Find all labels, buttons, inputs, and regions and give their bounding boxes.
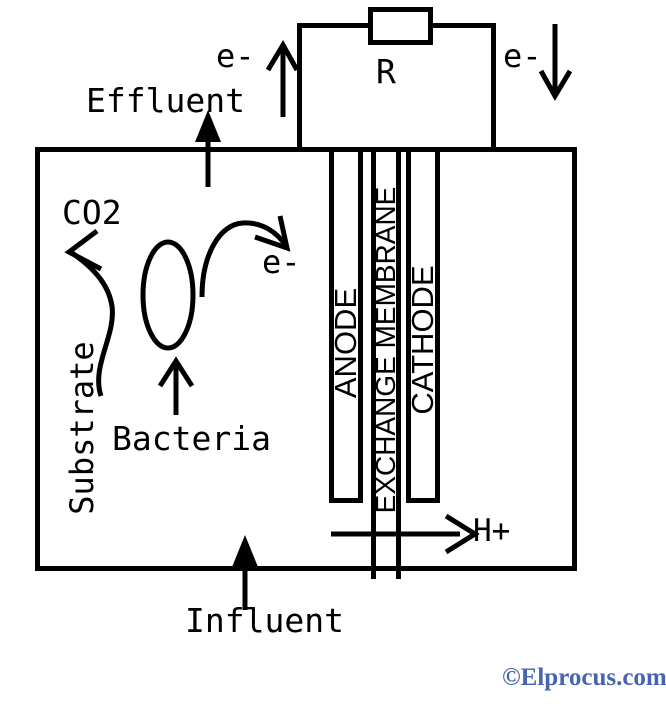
bacteria-label: Bacteria	[112, 419, 271, 458]
electron-up-arrow-head	[265, 40, 300, 72]
chamber-outline	[35, 147, 577, 571]
bacteria-cell	[140, 239, 196, 351]
co2-arrow-head	[64, 229, 103, 272]
anode-bar	[329, 149, 363, 503]
membrane-label: EXCHANGE MEMBRANE	[370, 186, 401, 514]
anode-label: ANODE	[328, 287, 363, 399]
electron-curve	[199, 220, 289, 298]
influent-label: Influent	[185, 601, 344, 640]
electron-down-arrow-head	[538, 69, 573, 101]
co2-label: CO2	[62, 193, 122, 232]
electron-out-label: e-	[216, 37, 255, 75]
effluent-arrow-solid-head	[195, 110, 221, 142]
resistor-label: R	[376, 52, 396, 91]
electron-arrow-head	[254, 215, 291, 252]
resistor-box	[368, 7, 433, 45]
proton-label: H+	[473, 513, 511, 549]
substrate-label: Substrate	[63, 341, 101, 515]
cathode-bar	[406, 149, 440, 503]
influent-arrow-solid-head	[232, 535, 258, 567]
proton-arrow-head	[444, 513, 480, 555]
cathode-label: CATHODE	[405, 265, 440, 415]
effluent-label: Effluent	[86, 81, 245, 120]
electron-in-label: e-	[503, 37, 542, 75]
watermark-text: ©Elprocus.com	[502, 664, 666, 691]
electron-inner-label: e-	[262, 243, 301, 281]
co2-curve	[70, 250, 115, 397]
bacteria-arrow-head	[157, 356, 195, 388]
